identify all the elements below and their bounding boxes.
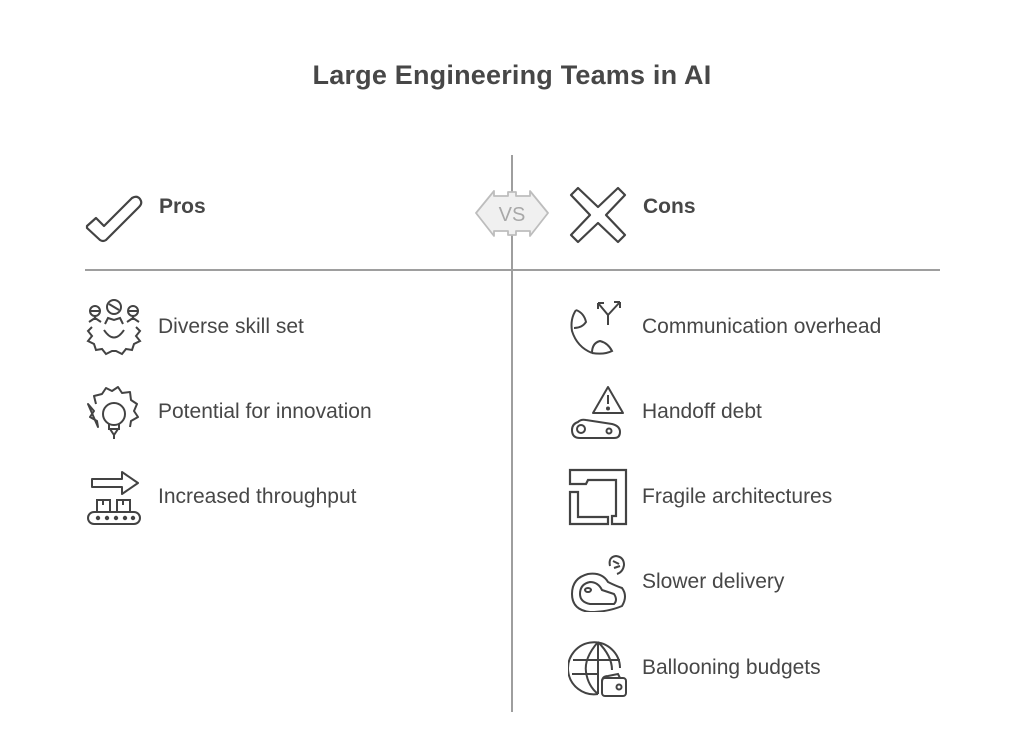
vs-label: VS: [499, 204, 526, 226]
cons-item-label: Handoff debt: [642, 400, 762, 423]
pros-heading: Pros: [159, 195, 206, 218]
pros-item-label: Diverse skill set: [158, 315, 304, 338]
pros-item: Increased throughput: [84, 467, 356, 527]
team-gear-icon: [84, 297, 144, 357]
cons-item-label: Communication overhead: [642, 315, 882, 338]
vs-badge: VS: [474, 183, 550, 244]
x-mark-icon: [569, 186, 627, 244]
cons-item: Ballooning budgets: [568, 638, 821, 698]
horizontal-divider: [85, 269, 940, 271]
cons-item-label: Fragile architectures: [642, 485, 833, 508]
cons-item: Handoff debt: [568, 382, 762, 442]
cons-heading: Cons: [643, 195, 696, 218]
page-title: Large Engineering Teams in AI: [312, 60, 712, 90]
pros-item-label: Increased throughput: [158, 485, 357, 508]
cons-item: Slower delivery: [568, 552, 784, 612]
checkmark-icon: [84, 192, 146, 244]
cons-item: Fragile architectures: [568, 467, 832, 527]
pros-item-label: Potential for innovation: [158, 400, 372, 423]
steak-shrimp-icon: [568, 552, 628, 612]
cons-item-label: Slower delivery: [642, 570, 785, 593]
phone-split-arrows-icon: [568, 297, 628, 357]
broken-frame-icon: [568, 467, 628, 527]
pros-item: Potential for innovation: [84, 382, 372, 442]
gear-lightbulb-icon: [84, 382, 144, 442]
pros-item: Diverse skill set: [84, 297, 304, 357]
cons-item: Communication overhead: [568, 297, 881, 357]
conveyor-belt-icon: [84, 467, 144, 527]
vertical-divider: [511, 155, 513, 712]
cons-item-label: Ballooning budgets: [642, 656, 821, 679]
globe-wallet-icon: [568, 638, 628, 698]
warning-conveyor-icon: [568, 382, 628, 442]
